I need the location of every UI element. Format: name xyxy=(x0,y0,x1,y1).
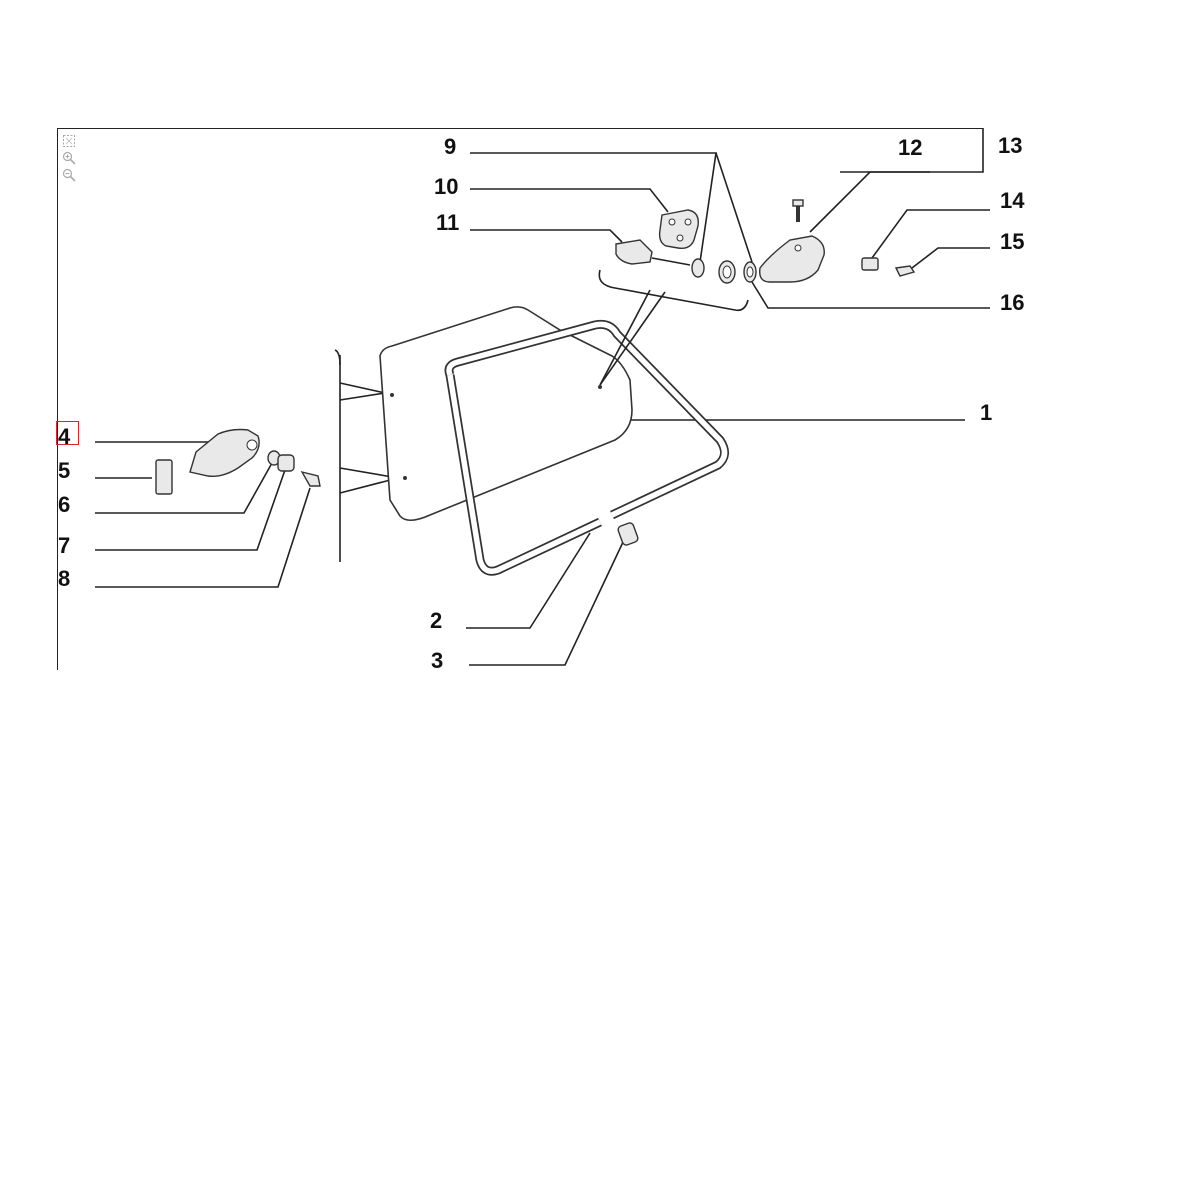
rear-quarter-glass xyxy=(379,306,633,522)
callout-2[interactable]: 2 xyxy=(430,608,442,633)
callout-10[interactable]: 10 xyxy=(434,174,458,199)
fit-icon[interactable] xyxy=(62,134,76,148)
hinge-assembly xyxy=(598,199,916,386)
selected-callout-highlight xyxy=(56,421,79,445)
callout-14[interactable]: 14 xyxy=(1000,188,1025,213)
callout-7[interactable]: 7 xyxy=(58,533,70,558)
callout-11[interactable]: 11 xyxy=(436,210,459,235)
callout-3[interactable]: 3 xyxy=(431,648,443,673)
callout-13[interactable]: 13 xyxy=(998,133,1022,158)
callout-5[interactable]: 5 xyxy=(58,458,70,483)
callout-6[interactable]: 6 xyxy=(58,492,70,517)
callout-16[interactable]: 16 xyxy=(1000,290,1024,315)
callout-9[interactable]: 9 xyxy=(444,134,456,159)
callout-8[interactable]: 8 xyxy=(58,566,70,591)
callout-15[interactable]: 15 xyxy=(1000,229,1024,254)
plug-part xyxy=(617,522,639,546)
callout-12[interactable]: 12 xyxy=(898,135,922,160)
viewer-toolbar xyxy=(62,134,78,185)
callout-4[interactable]: 4 xyxy=(58,424,71,449)
zoom-out-icon[interactable] xyxy=(62,168,76,182)
viewer-frame-left xyxy=(57,128,58,670)
callout-1[interactable]: 1 xyxy=(980,400,992,425)
latch-assembly xyxy=(155,428,321,495)
zoom-in-icon[interactable] xyxy=(62,151,76,165)
glass-seal-frame xyxy=(444,319,729,576)
leader-lines xyxy=(95,152,990,666)
viewer-frame-top xyxy=(57,128,983,129)
